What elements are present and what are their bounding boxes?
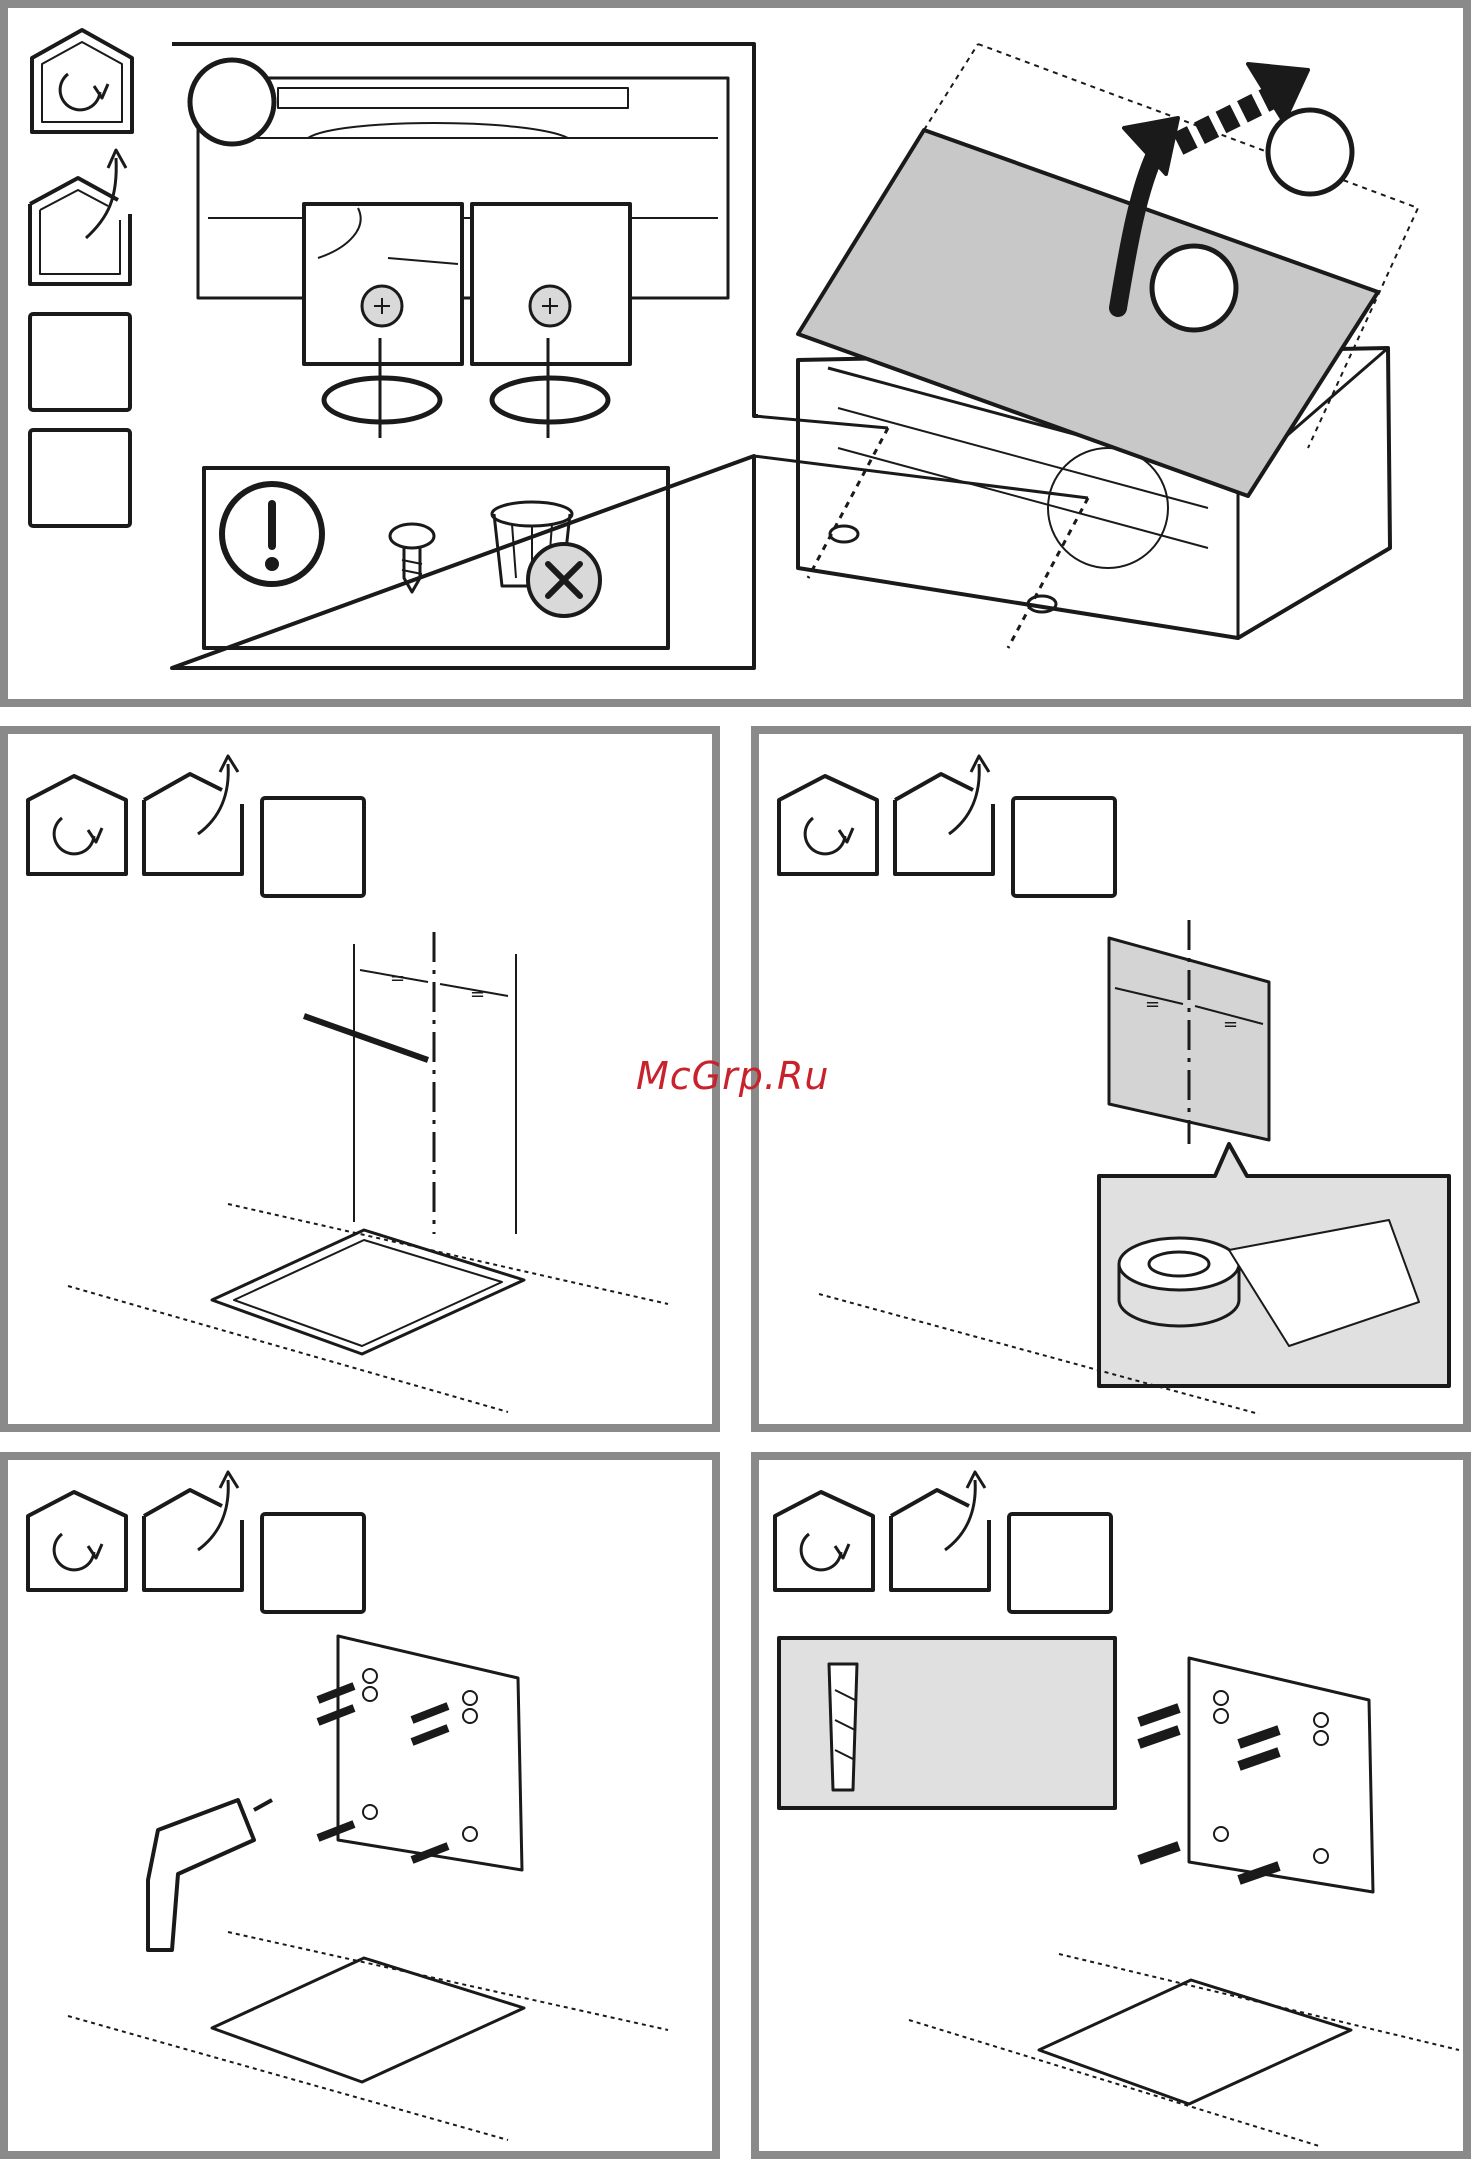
- house-rotate-icon: [28, 776, 126, 874]
- step-panel-attach-template: = =: [751, 726, 1471, 1432]
- house-vent-out-icon: [144, 756, 242, 874]
- house-rotate-icon: [28, 1492, 126, 1590]
- house-rotate-icon: [775, 1492, 873, 1590]
- step-panel-mark-centre-line: = =: [0, 726, 720, 1432]
- equal-mark: =: [1145, 994, 1160, 1015]
- panel-illustration: = =: [8, 734, 712, 1424]
- step-panel-remove-filter-cover: [0, 0, 1471, 707]
- house-vent-out-icon: [891, 1472, 989, 1590]
- panel-illustration: [759, 1460, 1463, 2151]
- callout-2: [1152, 246, 1236, 330]
- equal-mark: =: [470, 984, 485, 1005]
- callout-1: [190, 60, 274, 144]
- blank-box: [262, 798, 364, 896]
- house-vent-out-icon: [30, 150, 130, 284]
- blank-box: [262, 1514, 364, 1612]
- wall-plug-icon: [829, 1664, 857, 1790]
- blank-box: [1013, 798, 1115, 896]
- drill-icon: [148, 1800, 254, 1950]
- house-rotate-icon: [32, 30, 132, 132]
- blank-box: [1009, 1514, 1111, 1612]
- house-vent-out-icon: [144, 1472, 242, 1590]
- watermark: McGrp.Ru: [636, 1054, 829, 1098]
- blank-box: [30, 430, 130, 526]
- panel-illustration: [8, 1460, 712, 2151]
- equal-mark: =: [390, 968, 405, 989]
- step-panel-insert-plugs: [751, 1452, 1471, 2159]
- hob: [212, 1958, 524, 2082]
- panel-illustration: [8, 8, 1463, 699]
- step-panel-drill-holes: [0, 1452, 720, 2159]
- hob: [1039, 1980, 1351, 2104]
- house-vent-out-icon: [895, 756, 993, 874]
- callout-3: [1268, 110, 1352, 194]
- equal-mark: =: [1223, 1014, 1238, 1035]
- panel-illustration: = =: [759, 734, 1463, 1424]
- hob: [212, 1230, 524, 1354]
- house-rotate-icon: [779, 776, 877, 874]
- blank-box: [30, 314, 130, 410]
- exclamation-icon: [222, 484, 322, 584]
